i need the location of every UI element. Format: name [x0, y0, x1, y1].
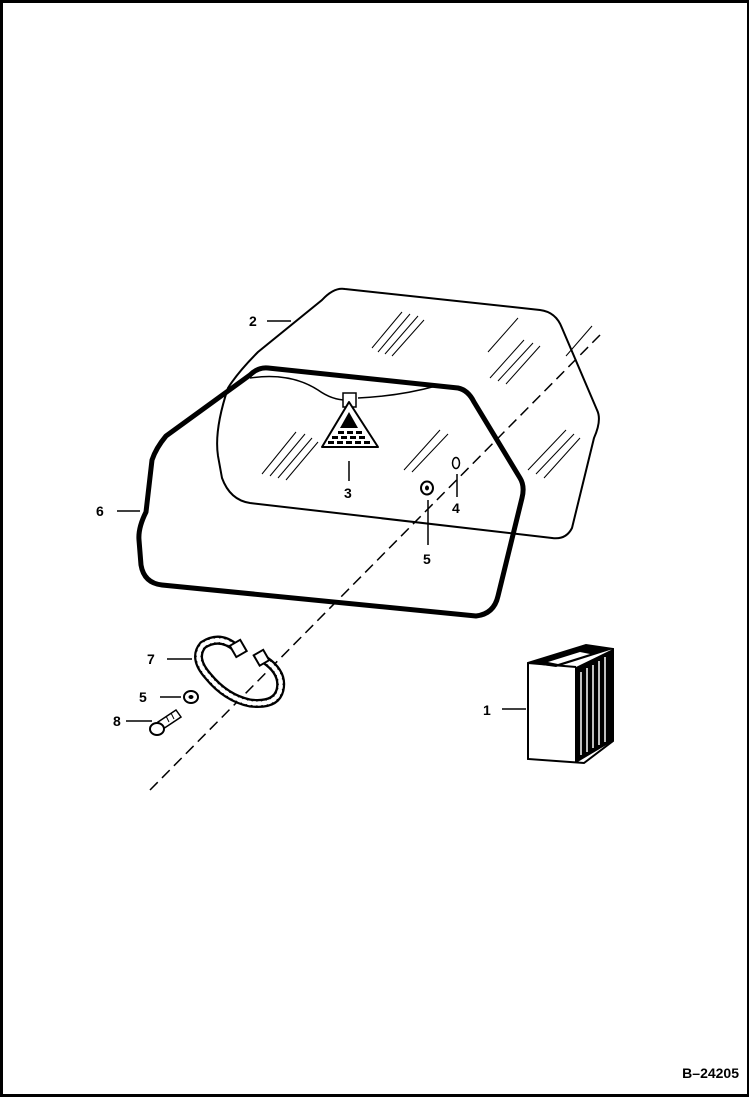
leader-lines: [117, 320, 526, 722]
safety-hammer: [249, 375, 437, 448]
window-seal: [136, 365, 526, 619]
bolt-part-8: [149, 708, 183, 736]
kit-box: [527, 643, 614, 765]
callout-2: 2: [249, 313, 257, 329]
callout-6: 6: [96, 503, 104, 519]
rivet-part-4: [451, 456, 461, 470]
callout-3: 3: [344, 485, 352, 501]
figure-id: B–24205: [682, 1065, 739, 1081]
callout-8: 8: [113, 713, 121, 729]
cable-lanyard: [194, 635, 286, 708]
callout-5-lower: 5: [139, 689, 147, 705]
callout-5-upper: 5: [423, 551, 431, 567]
nut-part-5-upper: [420, 480, 434, 496]
callout-4: 4: [452, 500, 460, 516]
assembly-line: [149, 334, 601, 791]
callout-1: 1: [483, 702, 491, 718]
window-glass: [216, 287, 600, 540]
washer-part-5-lower: [183, 690, 199, 704]
callout-7: 7: [147, 651, 155, 667]
